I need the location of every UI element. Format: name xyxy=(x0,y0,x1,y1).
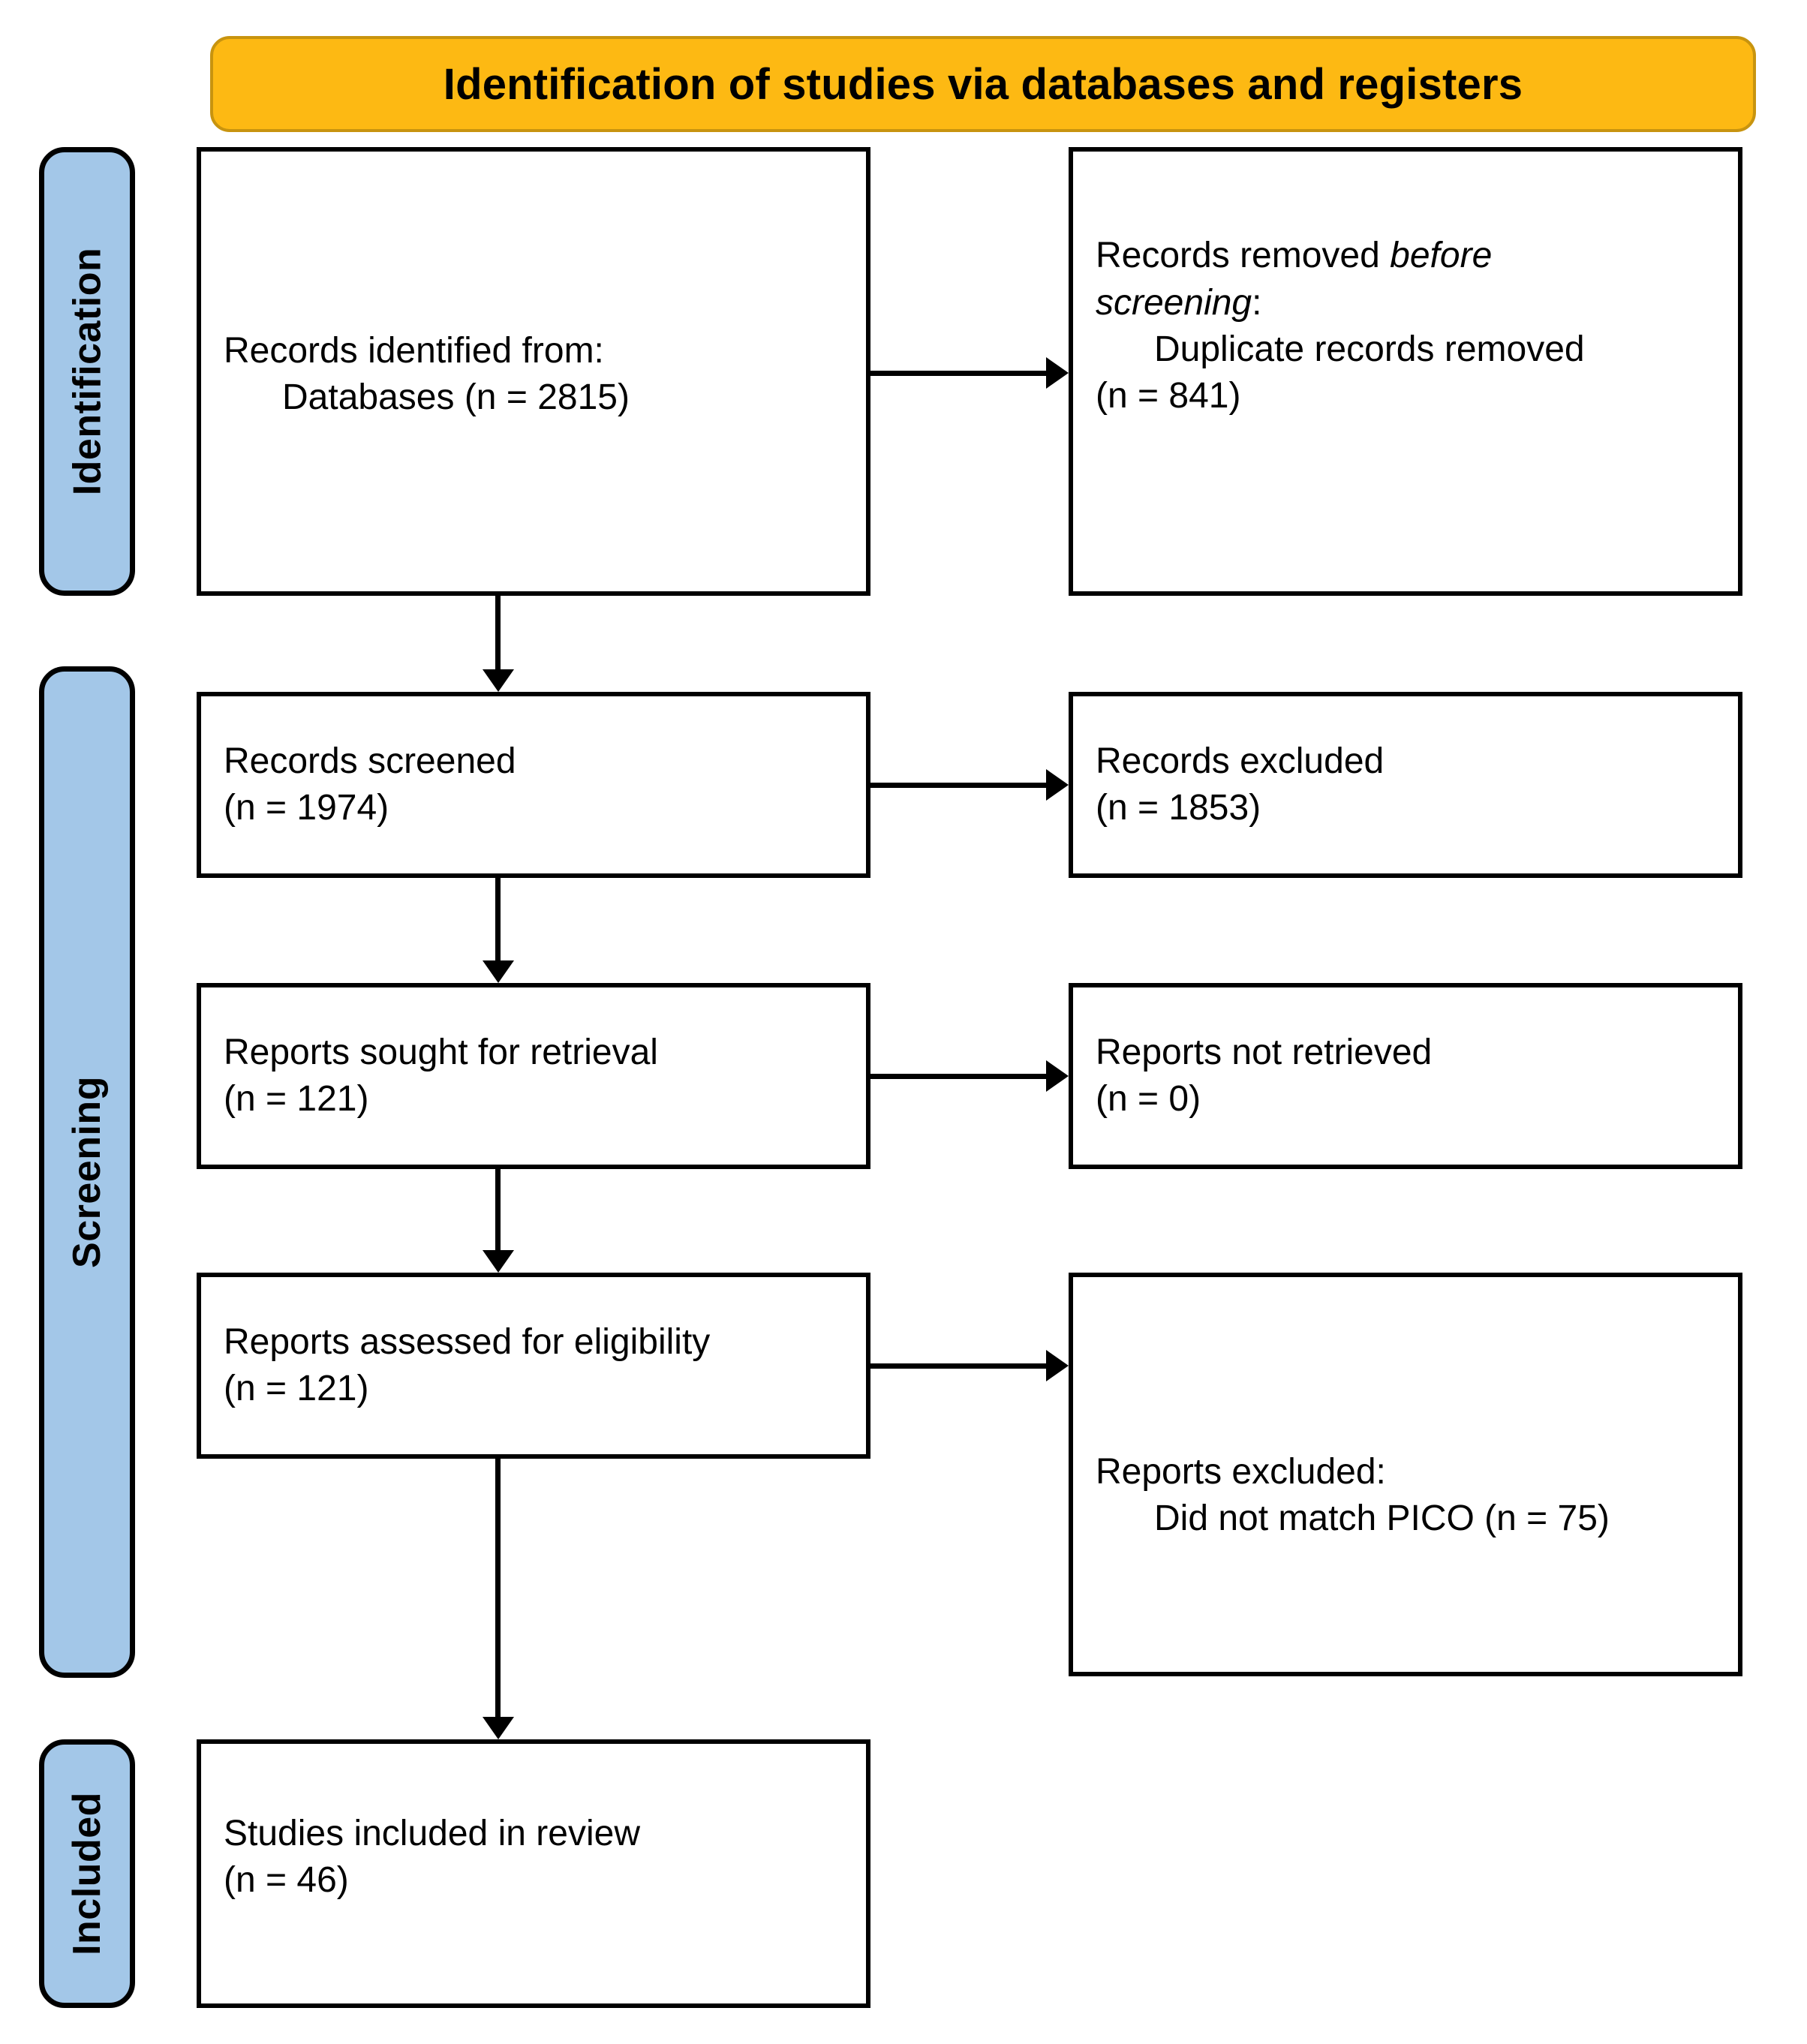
records-screened-line2: (n = 1974) xyxy=(224,788,389,828)
arrowhead-sought-to-assessed xyxy=(483,1250,514,1273)
records-excluded-line1: Records excluded xyxy=(1096,741,1385,781)
records-removed-line4: (n = 841) xyxy=(1096,376,1241,416)
connector-identified-to-screened xyxy=(495,596,501,669)
reports-sought-line1: Reports sought for retrieval xyxy=(224,1032,658,1072)
stage-label-identification-text: Identification xyxy=(65,247,109,496)
records-screened-line1: Records screened xyxy=(224,741,516,781)
node-records-removed: Records removed before screening: Duplic… xyxy=(1069,147,1742,596)
reports-assessed-line2: (n = 121) xyxy=(224,1369,369,1408)
reports-excluded-line1: Reports excluded: xyxy=(1096,1451,1386,1492)
records-identified-line2: Databases (n = 2815) xyxy=(282,377,630,417)
connector-sought-to-assessed xyxy=(495,1169,501,1250)
node-records-identified: Records identified from: Databases (n = … xyxy=(197,147,870,596)
reports-not-retrieved-line1: Reports not retrieved xyxy=(1096,1032,1433,1072)
stage-label-screening: Screening xyxy=(39,666,135,1678)
node-records-screened: Records screened (n = 1974) xyxy=(197,692,870,878)
connector-assessed-to-repexcluded xyxy=(870,1363,1046,1369)
connector-sought-to-notretrieved xyxy=(870,1074,1046,1079)
arrowhead-assessed-to-repexcluded xyxy=(1046,1350,1069,1381)
diagram-header-banner: Identification of studies via databases … xyxy=(210,36,1756,132)
stage-label-included-text: Included xyxy=(65,1792,110,1955)
arrowhead-screened-to-sought xyxy=(483,960,514,983)
node-reports-assessed: Reports assessed for eligibility (n = 12… xyxy=(197,1273,870,1459)
arrowhead-identified-to-screened xyxy=(483,669,514,692)
studies-included-line2: (n = 46) xyxy=(224,1860,349,1900)
node-studies-included: Studies included in review (n = 46) xyxy=(197,1739,870,2008)
arrowhead-sought-to-notretrieved xyxy=(1046,1060,1069,1092)
connector-screened-to-sought xyxy=(495,878,501,960)
records-removed-line2: screening: xyxy=(1096,282,1262,323)
records-removed-line1: Records removed before xyxy=(1096,236,1493,276)
stage-label-screening-text: Screening xyxy=(65,1076,110,1268)
reports-sought-line2: (n = 121) xyxy=(224,1079,369,1119)
connector-identified-to-removed xyxy=(870,371,1046,376)
stage-label-identification: Identification xyxy=(39,147,135,596)
stage-label-included: Included xyxy=(39,1739,135,2008)
node-records-excluded: Records excluded (n = 1853) xyxy=(1069,692,1742,878)
node-reports-sought: Reports sought for retrieval (n = 121) xyxy=(197,983,870,1169)
reports-assessed-line1: Reports assessed for eligibility xyxy=(224,1321,711,1362)
arrowhead-screened-to-excluded xyxy=(1046,769,1069,801)
reports-excluded-line2: Did not match PICO (n = 75) xyxy=(1154,1498,1610,1538)
connector-screened-to-excluded xyxy=(870,783,1046,788)
arrowhead-assessed-to-included xyxy=(483,1717,514,1739)
records-removed-line3: Duplicate records removed xyxy=(1154,329,1585,369)
reports-not-retrieved-line2: (n = 0) xyxy=(1096,1079,1201,1119)
records-excluded-line2: (n = 1853) xyxy=(1096,788,1261,828)
studies-included-line1: Studies included in review xyxy=(224,1813,640,1853)
connector-assessed-to-included xyxy=(495,1459,501,1717)
node-reports-excluded: Reports excluded: Did not match PICO (n … xyxy=(1069,1273,1742,1676)
records-identified-line1: Records identified from: xyxy=(224,330,604,371)
diagram-title: Identification of studies via databases … xyxy=(443,59,1523,109)
arrowhead-identified-to-removed xyxy=(1046,357,1069,389)
node-reports-not-retrieved: Reports not retrieved (n = 0) xyxy=(1069,983,1742,1169)
